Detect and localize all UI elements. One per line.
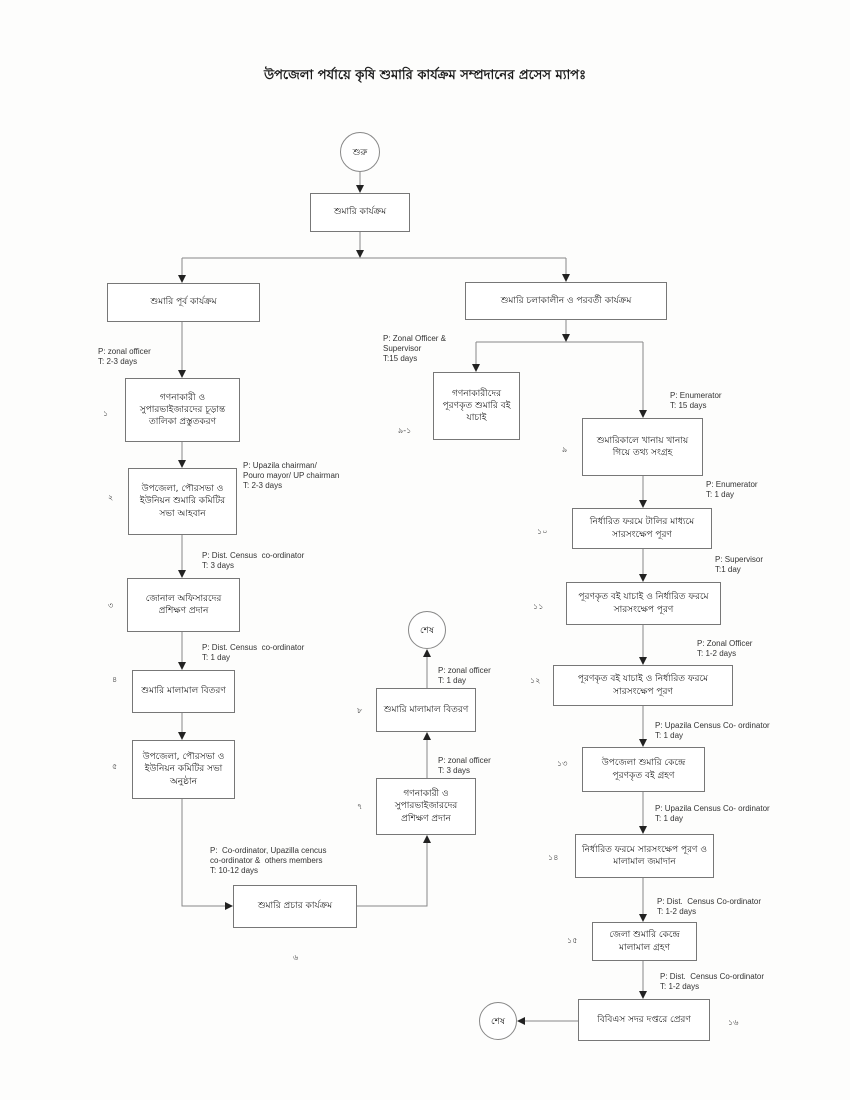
pre-census-box: শুমারি পূর্ব কার্যক্রম <box>107 283 260 322</box>
step-14-box: নির্ধারিত ফরমে সারসংক্ষেপ পূরণ ও মালামাল… <box>575 834 714 878</box>
step-10-box: নির্ধারিত ফরমে টালির মাধ্যমে সারসংক্ষেপ … <box>572 508 712 549</box>
step-12-note: P: Zonal Officer T: 1-2 days <box>697 639 753 658</box>
step-15-note: P: Dist. Census Co-ordinator T: 1-2 days <box>657 897 762 916</box>
step-7-note: P: zonal officer T: 3 days <box>438 756 491 775</box>
start-node: শুরু <box>340 132 380 172</box>
step-14-number: ১৪ <box>548 853 559 862</box>
step-2-box: উপজেলা, পৌরসভা ও ইউনিয়ন শুমারি কমিটির স… <box>128 468 237 535</box>
step-14-note: P: Upazila Census Co- ordinator T: 1 day <box>655 804 770 823</box>
step-8-number: ৮ <box>357 706 363 715</box>
step-11-note: P: Supervisor T:1 day <box>715 555 764 574</box>
step-2-note: P: Upazila chairman/ Pouro mayor/ UP cha… <box>243 461 340 490</box>
step-4-number: ৪ <box>112 675 118 684</box>
step-10-number: ১০ <box>537 527 548 536</box>
page-number: ৬ <box>293 953 299 962</box>
step-4-box: শুমারি মালামাল বিতরণ <box>132 670 235 713</box>
step-16-note: P: Dist. Census Co-ordinator T: 1-2 days <box>660 972 765 991</box>
step-15-box: জেলা শুমারি কেন্দ্রে মালামাল গ্রহণ <box>592 922 697 961</box>
step-1-box: গণনাকারী ও সুপারভাইজারদের চূড়ান্ত তালিক… <box>125 378 240 442</box>
step-11-number: ১১ <box>533 602 544 611</box>
side-step-note: P: Zonal Officer & Supervisor T:15 days <box>383 334 446 363</box>
step-12-box: পূরণকৃত বই যাচাই ও নির্ধারিত ফরমে সারসংক… <box>553 665 733 706</box>
step-3-box: জোনাল অফিসারদের প্রশিক্ষণ প্রদান <box>127 578 240 632</box>
step-3-number: ৩ <box>108 601 114 610</box>
step-1-number: ১ <box>103 409 109 418</box>
step-9-number: ৯ <box>562 445 568 454</box>
step-13-note: P: Upazila Census Co- ordinator T: 1 day <box>655 721 770 740</box>
step-5-box: উপজেলা, পৌরসভা ও ইউনিয়ন কমিটির সভা অনুষ… <box>132 740 235 799</box>
step-4-note: P: Dist. Census co-ordinator T: 1 day <box>202 643 305 662</box>
step-7-box: গণনাকারী ও সুপারভাইজারদের প্রশিক্ষণ প্রদ… <box>376 778 476 835</box>
step-9-note: P: Enumerator T: 15 days <box>670 391 722 410</box>
step-8-note: P: zonal officer T: 1 day <box>438 666 491 685</box>
step-11-box: পূরণকৃত বই যাচাই ও নির্ধারিত ফরমে সারসংক… <box>566 582 721 625</box>
side-step-number: ৯-১ <box>398 426 412 435</box>
during-census-box: শুমারি চলাকালীন ও পরবর্তী কার্যক্রম <box>465 282 667 320</box>
step-6-note: P: Co-ordinator, Upazilla cencus co-ordi… <box>210 846 327 875</box>
step-6-box: শুমারি প্রচার কার্যক্রম <box>233 885 357 928</box>
step-12-number: ১২ <box>530 676 541 685</box>
end-node-left: শেষ <box>408 611 446 649</box>
page-title: উপজেলা পর্যায়ে কৃষি শুমারি কার্যক্রম সম… <box>263 68 587 83</box>
step-3-note: P: Dist. Census co-ordinator T: 3 days <box>202 551 305 570</box>
step-16-number: ১৬ <box>728 1018 739 1027</box>
step-2-number: ২ <box>108 493 114 502</box>
step-5-number: ৫ <box>112 762 118 771</box>
side-step-box: গণনাকারীদের পূরণকৃত শুমারি বই যাচাই <box>433 372 520 440</box>
end-node-right: শেষ <box>479 1002 517 1040</box>
step-7-number: ৭ <box>357 802 363 811</box>
step-8-box: শুমারি মালামাল বিতরণ <box>376 688 476 732</box>
step-1-note: P: zonal officer T: 2-3 days <box>98 347 151 366</box>
step-16-box: বিবিএস সদর দপ্তরে প্রেরণ <box>578 999 710 1041</box>
step-13-number: ১৩ <box>557 759 568 768</box>
step-13-box: উপজেলা শুমারি কেন্দ্রে পূরণকৃত বই গ্রহণ <box>582 747 705 792</box>
root-activity-box: শুমারি কার্যক্রম <box>310 193 410 232</box>
step-10-note: P: Enumerator T: 1 day <box>706 480 758 499</box>
step-9-box: শুমারিকালে খানায় খানায় গিয়ে তথ্য সংগ্… <box>582 418 703 476</box>
step-15-number: ১৫ <box>567 936 578 945</box>
